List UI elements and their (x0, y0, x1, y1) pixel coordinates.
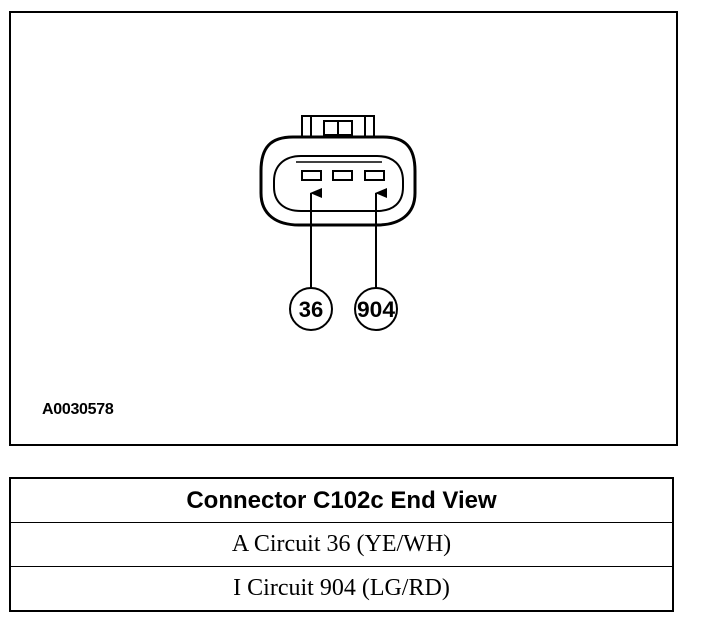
table-header: Connector C102c End View (9, 477, 674, 523)
callout-label-36: 36 (299, 297, 323, 322)
table-cell: I Circuit 904 (LG/RD) (9, 566, 674, 612)
callout-904: 904 (354, 287, 398, 331)
terminal-i (364, 170, 385, 181)
connector-cavity (273, 155, 404, 212)
connector-lock-tab (301, 115, 375, 137)
connector-diagram: 36 904 (259, 115, 417, 331)
table-cell: A Circuit 36 (YE/WH) (9, 522, 674, 567)
callout-label-904: 904 (357, 297, 396, 322)
table-row: A Circuit 36 (YE/WH) (9, 522, 674, 567)
terminal-center (332, 170, 353, 181)
diagram-panel: 36 904 A0030578 (9, 11, 678, 446)
table-row: I Circuit 904 (LG/RD) (9, 566, 674, 612)
terminal-a (301, 170, 322, 181)
figure-id: A0030578 (42, 401, 114, 418)
callout-36: 36 (289, 287, 333, 331)
connector-table: Connector C102c End View A Circuit 36 (Y… (9, 477, 674, 612)
table-header-row: Connector C102c End View (9, 477, 674, 523)
